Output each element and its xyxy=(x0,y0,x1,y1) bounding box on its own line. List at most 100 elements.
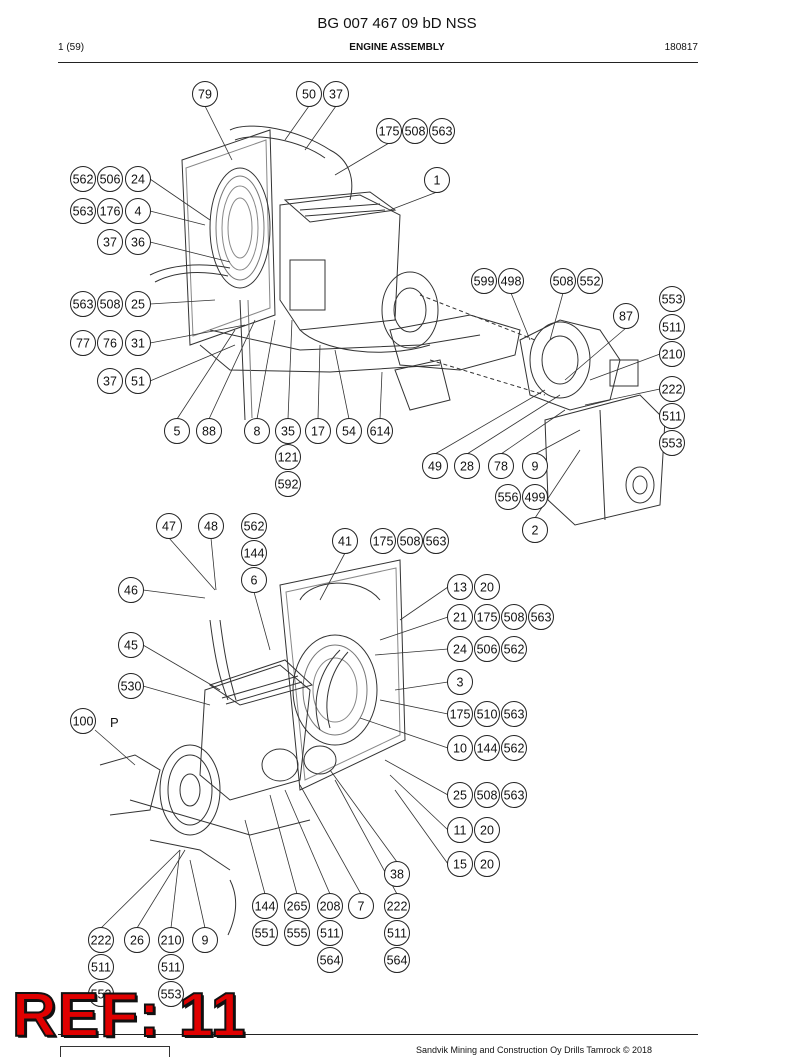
callout-bubble: 37 xyxy=(323,81,349,107)
leader-line xyxy=(189,859,206,929)
page-number: 1 (59) xyxy=(58,42,85,53)
callout-circle xyxy=(522,484,548,510)
leader-line xyxy=(299,784,362,895)
callout-circle xyxy=(447,782,473,808)
callout-number: 45 xyxy=(124,639,138,653)
leader-line xyxy=(149,324,246,344)
callout-bubble: 17 xyxy=(305,418,331,444)
callout-number: 564 xyxy=(320,954,341,968)
callout-circle xyxy=(577,268,603,294)
callout-circle xyxy=(88,981,114,1007)
callout-number: 553 xyxy=(662,293,683,307)
callout-bubble: 553 xyxy=(158,981,184,1007)
callout-number: 50 xyxy=(302,88,316,102)
callout-number: 556 xyxy=(498,491,519,505)
callout-number: 563 xyxy=(504,708,525,722)
callout-circle xyxy=(70,708,96,734)
pointer-label: P xyxy=(110,715,119,730)
callout-circle xyxy=(97,166,123,192)
callout-number: 15 xyxy=(453,858,467,872)
callout-bubble: 499 xyxy=(522,484,548,510)
callout-bubble: 78 xyxy=(488,453,514,479)
callout-number: 222 xyxy=(91,934,112,948)
callout-circle xyxy=(424,167,450,193)
callout-number: 20 xyxy=(480,581,494,595)
callout-circle xyxy=(397,528,423,554)
callout-bubble: 508 xyxy=(402,118,428,144)
callout-number: 88 xyxy=(202,425,216,439)
callout-number: 552 xyxy=(580,275,601,289)
callout-circle xyxy=(402,118,428,144)
callout-number: 511 xyxy=(320,927,340,941)
callout-circle xyxy=(125,291,151,317)
callout-circle xyxy=(323,81,349,107)
callout-number: 28 xyxy=(460,460,474,474)
callout-bubble: 210 xyxy=(659,341,685,367)
callout-bubble: 176 xyxy=(97,198,123,224)
callout-circle xyxy=(284,893,310,919)
leader-line xyxy=(256,319,276,420)
callout-bubble: 144 xyxy=(474,735,500,761)
callout-circle xyxy=(252,893,278,919)
callout-bubble: 48 xyxy=(198,513,224,539)
callout-bubble: 564 xyxy=(317,947,343,973)
callout-bubble: 563 xyxy=(528,604,554,630)
callout-number: 38 xyxy=(390,868,404,882)
callout-number: 563 xyxy=(73,205,94,219)
callout-number: 176 xyxy=(100,205,121,219)
callout-circle xyxy=(158,954,184,980)
callout-bubble: 510 xyxy=(474,701,500,727)
section-title: ENGINE ASSEMBLY xyxy=(349,42,445,53)
callout-circle xyxy=(659,314,685,340)
callout-bubble: 9 xyxy=(522,453,548,479)
callout-bubble: 41 xyxy=(332,528,358,554)
callout-number: 6 xyxy=(251,574,258,588)
callout-bubble: 508 xyxy=(550,268,576,294)
callout-circle xyxy=(125,330,151,356)
callout-circle xyxy=(550,268,576,294)
callout-bubble: 210 xyxy=(158,927,184,953)
callout-circle xyxy=(474,817,500,843)
callout-number: 498 xyxy=(501,275,522,289)
callout-bubble: 20 xyxy=(474,851,500,877)
callout-circle xyxy=(70,291,96,317)
callout-number: 563 xyxy=(504,789,525,803)
callout-bubble: 79 xyxy=(192,81,218,107)
callout-bubble: 511 xyxy=(88,954,114,980)
callout-bubble: 5 xyxy=(164,418,190,444)
callout-bubble: 563 xyxy=(423,528,449,554)
callout-number: 35 xyxy=(281,425,295,439)
callout-number: 208 xyxy=(320,900,341,914)
callout-circle xyxy=(192,927,218,953)
callout-bubble: 614 xyxy=(367,418,393,444)
callout-number: 508 xyxy=(553,275,574,289)
leader-line xyxy=(208,319,256,420)
callout-number: 144 xyxy=(477,742,498,756)
callout-circle xyxy=(454,453,480,479)
callout-circle xyxy=(471,268,497,294)
callout-number: 17 xyxy=(311,425,325,439)
leader-line xyxy=(589,353,661,381)
callout-number: 564 xyxy=(387,954,408,968)
leader-line xyxy=(434,389,546,455)
callout-number: 54 xyxy=(342,425,356,439)
callout-number: 508 xyxy=(100,298,121,312)
callout-circle xyxy=(125,229,151,255)
callout-number: 551 xyxy=(255,927,276,941)
leader-line xyxy=(284,789,331,895)
leader-line xyxy=(149,299,216,305)
callout-bubble: 4 xyxy=(125,198,151,224)
callout-bubble: 144 xyxy=(252,893,278,919)
callout-bubble: 51 xyxy=(125,368,151,394)
callout-circle xyxy=(522,453,548,479)
callout-number: 499 xyxy=(525,491,546,505)
callout-number: 175 xyxy=(477,611,498,625)
callout-circle xyxy=(275,471,301,497)
callout-circle xyxy=(522,517,548,543)
callout-circle xyxy=(158,981,184,1007)
callout-circle xyxy=(474,782,500,808)
leader-line xyxy=(379,371,383,420)
callout-bubble: 175 xyxy=(376,118,402,144)
callout-number: 47 xyxy=(162,520,176,534)
leader-line xyxy=(142,644,221,691)
